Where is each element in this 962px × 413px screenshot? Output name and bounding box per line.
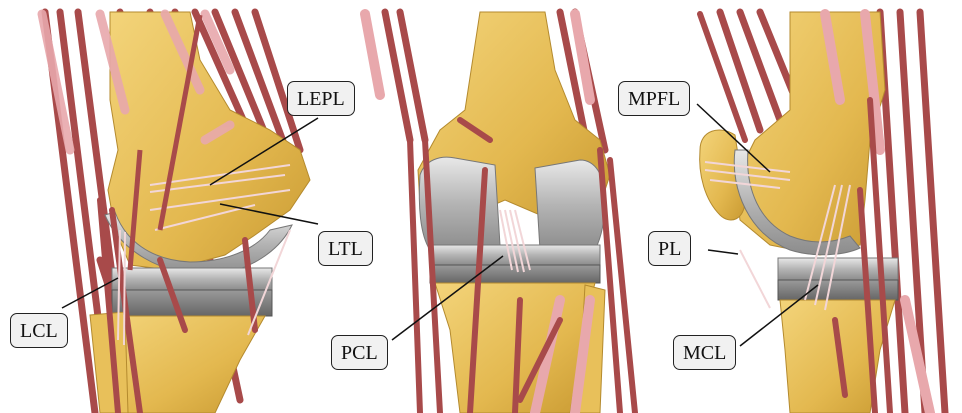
femoral-component-posterior-right (535, 160, 605, 250)
label-lepl: LEPL (287, 81, 355, 116)
medial-view-panel (700, 12, 945, 413)
label-mpfl: MPFL (618, 81, 690, 116)
leader-pl (708, 250, 738, 254)
label-pcl: PCL (331, 335, 388, 370)
posterior-view-panel (365, 12, 635, 413)
label-mcl: MCL (673, 335, 736, 370)
tibial-tray-posterior (430, 265, 600, 283)
label-pl: PL (648, 231, 691, 266)
label-lcl: LCL (10, 313, 68, 348)
lateral-view-panel (42, 12, 310, 413)
label-ltl: LTL (318, 231, 373, 266)
